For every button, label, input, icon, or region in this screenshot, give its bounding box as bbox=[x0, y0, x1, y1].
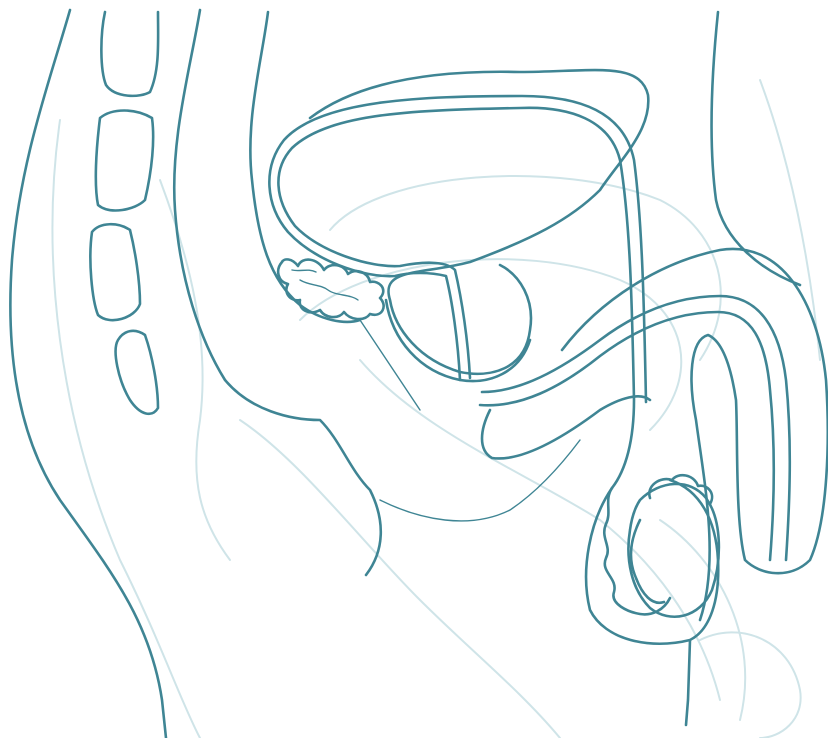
vas-deferens-outer bbox=[278, 108, 634, 488]
front-abdomen-outline bbox=[712, 12, 800, 285]
epididymis-tail bbox=[631, 520, 664, 603]
coccyx bbox=[116, 331, 158, 414]
bladder bbox=[310, 70, 648, 374]
ghost-outline-1 bbox=[53, 120, 201, 738]
testis-group bbox=[586, 475, 719, 644]
background-ghost-lines bbox=[53, 80, 821, 738]
vertebra-1 bbox=[101, 12, 158, 96]
vertebra-2 bbox=[96, 111, 153, 211]
vertebra-3 bbox=[90, 224, 140, 320]
seminal-vesicle bbox=[278, 259, 383, 319]
ghost-outline-8 bbox=[240, 420, 560, 738]
epididymis bbox=[649, 475, 712, 504]
corpus-spongiosum bbox=[482, 396, 650, 458]
sacrum-segments bbox=[90, 12, 158, 414]
rectum-wall bbox=[250, 12, 360, 322]
penis-shaft bbox=[562, 249, 828, 620]
ghost-outline-5 bbox=[660, 520, 745, 720]
thigh-outline bbox=[686, 640, 690, 725]
bladder-thin-line bbox=[360, 320, 420, 410]
back-outline bbox=[10, 10, 166, 738]
